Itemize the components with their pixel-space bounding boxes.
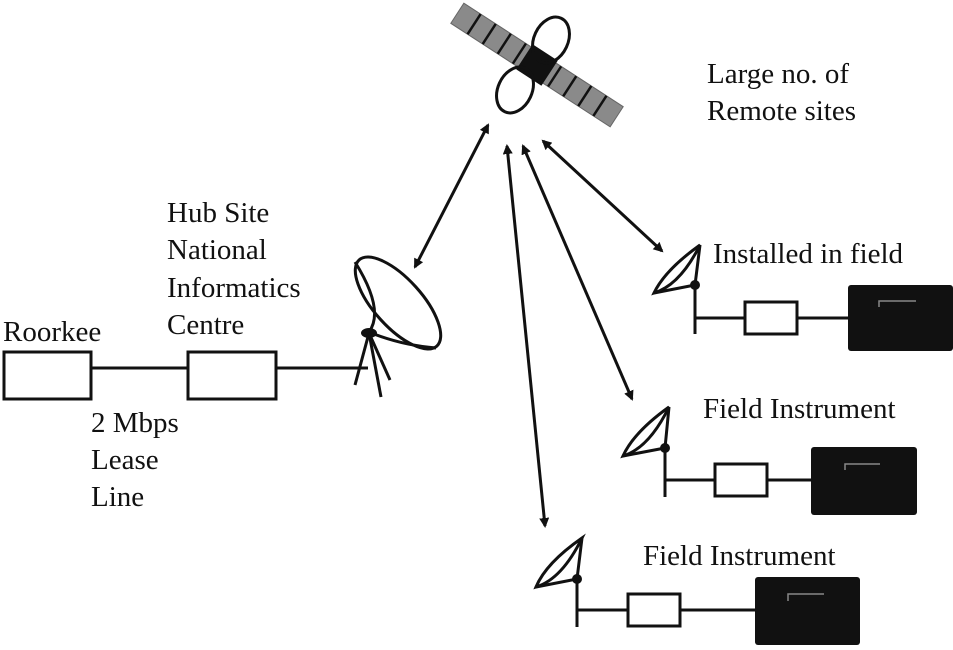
field-instrument-icon: [755, 577, 860, 645]
remote-dish-icon: [533, 533, 586, 627]
remote3-satellite-link: [502, 144, 550, 528]
roorkee-label: Roorkee: [3, 316, 101, 348]
hub-label-line3: Informatics: [167, 272, 301, 304]
modem-box: [743, 300, 799, 336]
lease-line-label-line1: 2 Mbps: [91, 407, 179, 439]
hub-label-line4: Centre: [167, 309, 244, 341]
hub-label-line1: Hub Site: [167, 197, 269, 229]
satellite-antenna-bottom: [495, 65, 535, 115]
remote-site-2: Field Instrument: [620, 393, 917, 515]
hub-dish-icon: [353, 255, 443, 398]
remote2-satellite-link: [521, 144, 634, 401]
modem-box: [626, 592, 682, 628]
remote-site-2-label: Field Instrument: [703, 393, 896, 425]
satellite-icon: [450, 2, 624, 128]
remote-site-3-label: Field Instrument: [643, 540, 836, 572]
remote-sites-label-line2: Remote sites: [707, 95, 856, 127]
roorkee-box: [2, 350, 93, 401]
remote-site-1: Installed in field: [651, 238, 953, 351]
hub-satellite-link: [413, 123, 490, 269]
lease-line-label-line2: Lease: [91, 444, 159, 476]
remote-site-3: Field Instrument: [533, 533, 860, 645]
remote-sites-label-line1: Large no. of: [707, 58, 849, 90]
hub-box: [186, 350, 278, 401]
remote-dish-icon: [651, 243, 702, 334]
remote-site-1-label: Installed in field: [713, 238, 904, 270]
modem-box: [713, 462, 769, 498]
satellite-antenna-top: [531, 15, 571, 65]
field-instrument-icon: [811, 447, 917, 515]
field-instrument-icon: [848, 285, 953, 351]
satellite-body: [516, 44, 558, 86]
remote-dish-icon: [620, 405, 671, 497]
lease-line-label-line3: Line: [91, 481, 144, 513]
hub-label-line2: National: [167, 234, 267, 266]
